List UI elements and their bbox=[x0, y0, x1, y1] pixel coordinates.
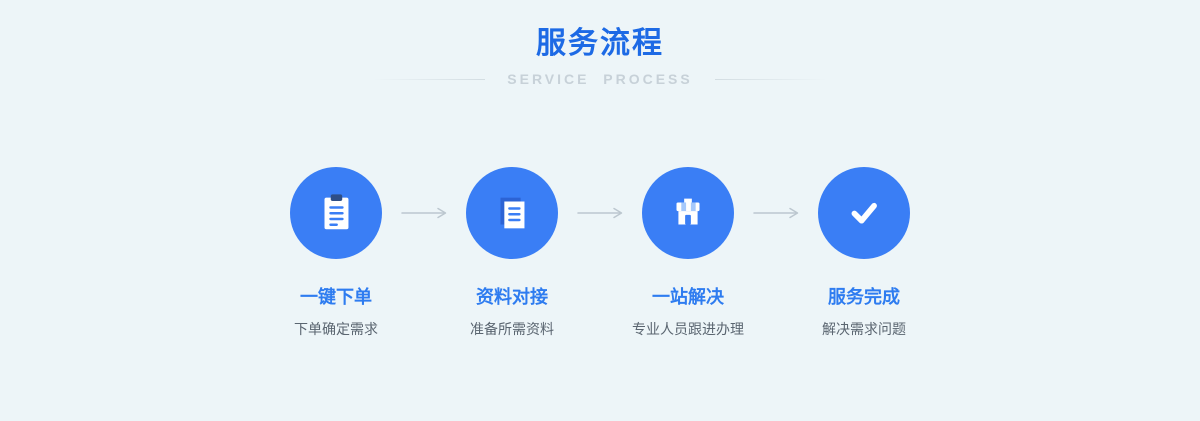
arrow-right-icon bbox=[753, 207, 799, 219]
process-step: 服务完成 解决需求问题 bbox=[799, 167, 929, 339]
step-desc: 准备所需资料 bbox=[470, 321, 554, 337]
process-step: 一键下单 下单确定需求 bbox=[271, 167, 401, 339]
step-title: 资料对接 bbox=[476, 287, 548, 307]
step-title: 一键下单 bbox=[300, 287, 372, 307]
check-icon bbox=[851, 202, 877, 224]
step-title: 一站解决 bbox=[652, 287, 724, 307]
arrow-right-icon bbox=[401, 207, 447, 219]
step-desc: 专业人员跟进办理 bbox=[632, 321, 744, 337]
storefront-icon bbox=[676, 198, 700, 225]
step-desc: 下单确定需求 bbox=[294, 321, 378, 337]
step-desc: 解决需求问题 bbox=[822, 321, 906, 337]
clipboard-icon bbox=[324, 194, 349, 230]
step-circle bbox=[290, 167, 382, 259]
process-step: 一站解决 专业人员跟进办理 bbox=[623, 167, 753, 339]
step-title: 服务完成 bbox=[828, 287, 900, 307]
divider-line-left bbox=[373, 78, 486, 80]
section-subtitle: SERVICE PROCESS bbox=[507, 71, 693, 87]
arrow-right-icon bbox=[577, 207, 623, 219]
step-circle bbox=[642, 167, 734, 259]
documents-icon bbox=[500, 197, 525, 229]
section-header: 服务流程 SERVICE PROCESS bbox=[0, 0, 1200, 87]
section-title: 服务流程 bbox=[536, 27, 664, 60]
process-step: 资料对接 准备所需资料 bbox=[447, 167, 577, 339]
divider-line-right bbox=[714, 78, 827, 80]
step-circle bbox=[466, 167, 558, 259]
step-circle bbox=[818, 167, 910, 259]
steps-row: 一键下单 下单确定需求 资料对接 准备所需资料 bbox=[0, 167, 1200, 339]
section-subtitle-row: SERVICE PROCESS bbox=[0, 71, 1200, 87]
